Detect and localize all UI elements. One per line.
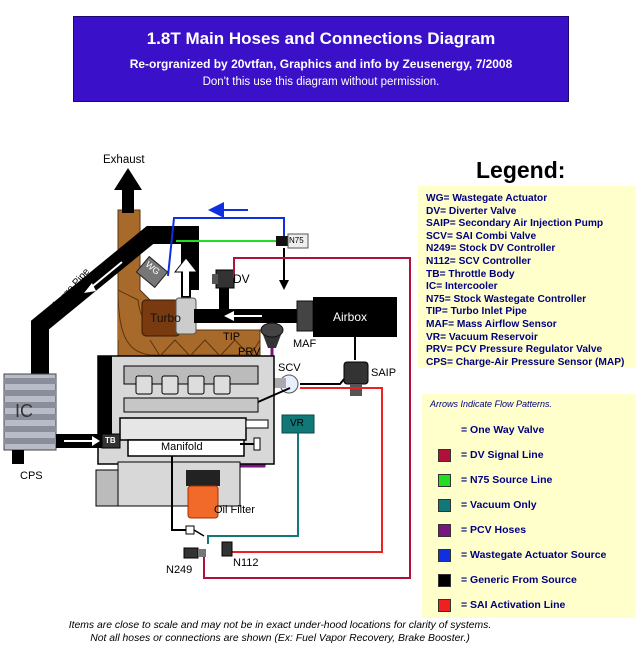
- legend-item: DV= Diverter Valve: [426, 205, 517, 217]
- label-maf: MAF: [293, 338, 317, 350]
- ic-to-tb-pipe: [56, 433, 121, 449]
- legend-item: N112= SCV Controller: [426, 255, 532, 267]
- label-tip: TIP: [223, 331, 241, 343]
- legend-item: TB= Throttle Body: [426, 268, 515, 280]
- cps-sensor: [12, 450, 24, 464]
- key-label: = N75 Source Line: [461, 474, 553, 486]
- n249-valve: [183, 547, 206, 559]
- n75-valve: [276, 233, 309, 249]
- label-tb: TB: [105, 436, 116, 445]
- legend-item: SAIP= Secondary Air Injection Pump: [426, 218, 604, 230]
- title-banner: 1.8T Main Hoses and Connections Diagram …: [73, 16, 569, 102]
- key-label: = Vacuum Only: [461, 499, 537, 511]
- legend-item: TIP= Turbo Inlet Pipe: [426, 306, 527, 318]
- key-label: = DV Signal Line: [461, 449, 544, 461]
- flow-note: Arrows Indicate Flow Patterns.: [430, 399, 553, 409]
- legend-item: N249= Stock DV Controller: [426, 243, 556, 255]
- label-cps: CPS: [20, 470, 43, 482]
- key-row-sai-activation: = SAI Activation Line: [438, 597, 565, 613]
- key-swatch: [438, 498, 451, 512]
- intake-manifold: [127, 439, 245, 457]
- label-saip: SAIP: [371, 367, 397, 379]
- label-manifold: Manifold: [161, 441, 203, 453]
- key-label: = One Way Valve: [461, 424, 545, 436]
- legend-title: Legend:: [476, 157, 566, 183]
- label-ic: IC: [15, 401, 33, 421]
- oil-filter: [186, 470, 220, 519]
- footer-notes: Items are close to scale and may not be …: [0, 619, 560, 645]
- dv-signal-line: [203, 257, 411, 579]
- label-prv: PRV: [238, 346, 261, 358]
- legend-item: CPS= Charge-Air Pressure Sensor (MAP): [426, 356, 625, 368]
- label-vr: VR: [290, 418, 304, 429]
- saip-pump: [343, 361, 369, 396]
- key-swatch: [438, 523, 451, 537]
- diverter-valve: [212, 269, 235, 310]
- legend-item: IC= Intercooler: [426, 281, 498, 293]
- key-label: = Wastegate Actuator Source: [461, 549, 607, 561]
- wastegate-actuator: [135, 255, 169, 289]
- n112-valve: [221, 541, 233, 557]
- label-dv: DV: [233, 272, 250, 286]
- key-row-generic-source: = Generic From Source: [438, 572, 577, 588]
- svg-text:Turbo: Turbo: [150, 311, 181, 325]
- legend-item: WG= Wastegate Actuator: [426, 193, 548, 204]
- key-label: = PCV Hoses: [461, 524, 527, 536]
- legend-item: VR= Vacuum Reservoir: [426, 331, 538, 343]
- scv-valve: [274, 374, 299, 394]
- legend-item: PRV= PCV Pressure Regulator Valve: [426, 344, 603, 356]
- footer-line-1: Items are close to scale and may not be …: [68, 620, 492, 631]
- key-row-n75-source: = N75 Source Line: [438, 472, 552, 488]
- label-scv: SCV: [278, 362, 301, 374]
- label-oil-filter: Oil Filter: [214, 504, 255, 516]
- key-label: = Generic From Source: [461, 574, 577, 586]
- turbo-outlet-arrow: [173, 257, 199, 298]
- permission-notice: Don't this use this diagram without perm…: [202, 76, 440, 88]
- diagram-title: 1.8T Main Hoses and Connections Diagram: [146, 29, 496, 48]
- key-row-pcv-hoses: = PCV Hoses: [438, 522, 526, 538]
- exhaust-arrow: [114, 168, 142, 213]
- legend-item: MAF= Mass Airflow Sensor: [426, 318, 557, 330]
- color-key-box: [422, 394, 636, 618]
- intercooler: [3, 373, 57, 451]
- key-row-one-way-valve: = One Way Valve: [438, 422, 544, 438]
- turbo: Turbo: [141, 297, 197, 337]
- label-airbox: Airbox: [333, 310, 368, 324]
- label-exhaust: Exhaust: [103, 154, 145, 166]
- key-row-wastegate-source: = Wastegate Actuator Source: [438, 547, 606, 563]
- label-n249: N249: [166, 564, 193, 576]
- key-swatch: [438, 448, 451, 462]
- key-swatch: [438, 573, 451, 587]
- vacuum-only-line: [207, 433, 299, 544]
- key-swatch: [438, 473, 451, 487]
- diagram-credits: Re-orgranized by 20vtfan, Graphics and i…: [129, 57, 513, 71]
- airbox: [313, 297, 397, 337]
- legend-item: SCV= SAI Combi Valve: [426, 230, 537, 242]
- key-swatch: [438, 548, 451, 562]
- label-n75: N75: [289, 236, 304, 245]
- n249-feed-line: [171, 456, 190, 531]
- footer-line-2: Not all hoses or connections are shown (…: [90, 633, 470, 644]
- label-n112: N112: [233, 557, 259, 569]
- turbo-inlet-pipe: [194, 309, 312, 323]
- wastegate-source-line: [167, 202, 285, 277]
- key-label: = SAI Activation Line: [461, 599, 566, 611]
- key-row-dv-signal: = DV Signal Line: [438, 447, 544, 463]
- legend-item: N75= Stock Wastegate Controller: [426, 293, 587, 305]
- key-swatch: [438, 598, 451, 612]
- legend-box: WG= Wastegate Actuator DV= Diverter Valv…: [418, 186, 636, 368]
- maf-sensor: [296, 300, 314, 332]
- key-row-vacuum-only: = Vacuum Only: [438, 497, 537, 513]
